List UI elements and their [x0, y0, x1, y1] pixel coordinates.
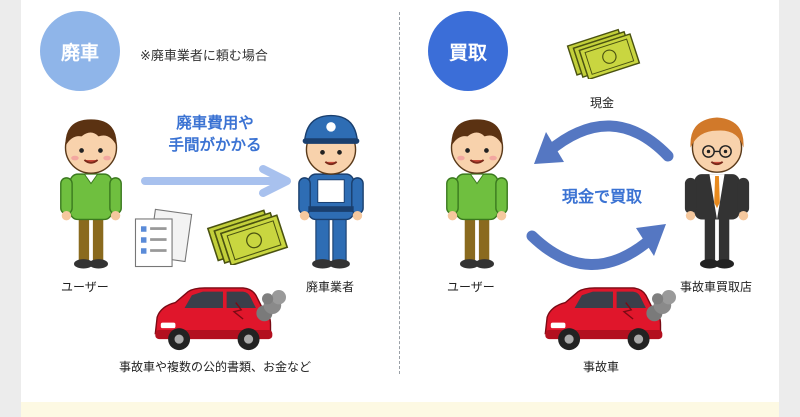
- mechanic-icon: [291, 108, 371, 278]
- cycle-arrow-icon: [526, 120, 674, 270]
- content-panel: [21, 0, 779, 417]
- smoke-icon: [640, 286, 680, 326]
- cash-bills-icon: [565, 22, 641, 79]
- section-divider: [399, 12, 400, 374]
- shop-staff-icon: [677, 108, 757, 278]
- right-arrow-icon: [141, 165, 291, 197]
- dealer-label: 廃車業者: [306, 280, 355, 294]
- left-headline: 廃車費用や 手間がかかる: [150, 112, 280, 156]
- user-boy-icon: [51, 108, 131, 278]
- scrap-dealer-note: ※廃車業者に頼む場合: [140, 49, 268, 64]
- cash-label: 現金: [590, 96, 615, 110]
- items-label: 事故車や複数の公的書類、お金など: [118, 360, 311, 374]
- right-user-label: ユーザー: [447, 280, 495, 294]
- car-label: 事故車: [583, 360, 620, 374]
- kaitori-badge: 買取: [428, 11, 508, 91]
- left-user-label: ユーザー: [61, 280, 109, 294]
- headline-line1: 廃車費用や: [176, 114, 254, 132]
- right-headline: 現金で買取: [561, 187, 642, 206]
- footer-band: [21, 402, 779, 417]
- headline-line2: 手間がかかる: [168, 136, 262, 154]
- haisha-badge: 廃車: [40, 11, 120, 91]
- documents-icon: [130, 208, 194, 272]
- smoke-icon: [250, 286, 290, 326]
- shop-label: 事故車買取店: [680, 280, 753, 294]
- cash-bills-icon: [205, 202, 289, 265]
- user-boy-icon: [437, 108, 517, 278]
